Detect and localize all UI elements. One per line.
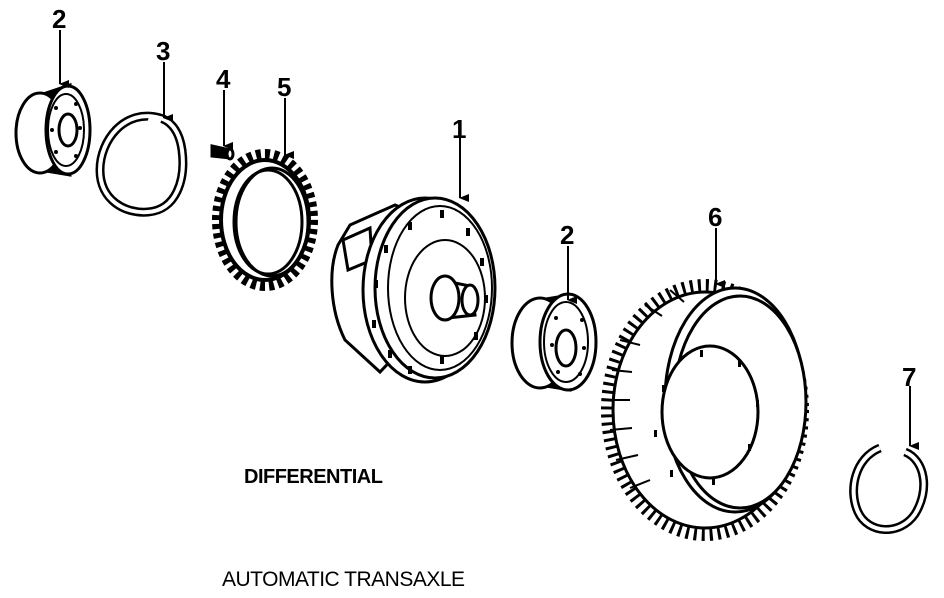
differential-case bbox=[330, 196, 497, 384]
bearing-right bbox=[510, 292, 598, 392]
callout-snap-ring-upper: 3 bbox=[156, 36, 170, 66]
callout-bearing-right: 2 bbox=[560, 220, 574, 250]
callout-speedometer-gear: 5 bbox=[277, 72, 291, 102]
pin bbox=[210, 144, 235, 161]
callout-differential-case: 1 bbox=[452, 114, 466, 144]
leader-lines bbox=[59, 30, 919, 450]
bearing-left bbox=[14, 82, 92, 177]
assembly-caption: AUTOMATIC TRANSAXLE bbox=[222, 568, 465, 591]
callout-pin: 4 bbox=[216, 64, 231, 94]
section-caption: DIFFERENTIAL bbox=[244, 466, 383, 488]
speedometer-drive-gear bbox=[212, 149, 318, 291]
callout-ring-gear: 6 bbox=[708, 202, 722, 232]
snap-ring-upper bbox=[95, 111, 188, 217]
snap-ring-lower bbox=[849, 443, 929, 534]
ring-gear bbox=[601, 279, 809, 541]
callout-bearing-left: 2 bbox=[52, 4, 66, 34]
callout-snap-ring-lower: 7 bbox=[902, 362, 916, 392]
callout-labels: 2 3 4 5 1 2 6 7 bbox=[52, 4, 916, 392]
